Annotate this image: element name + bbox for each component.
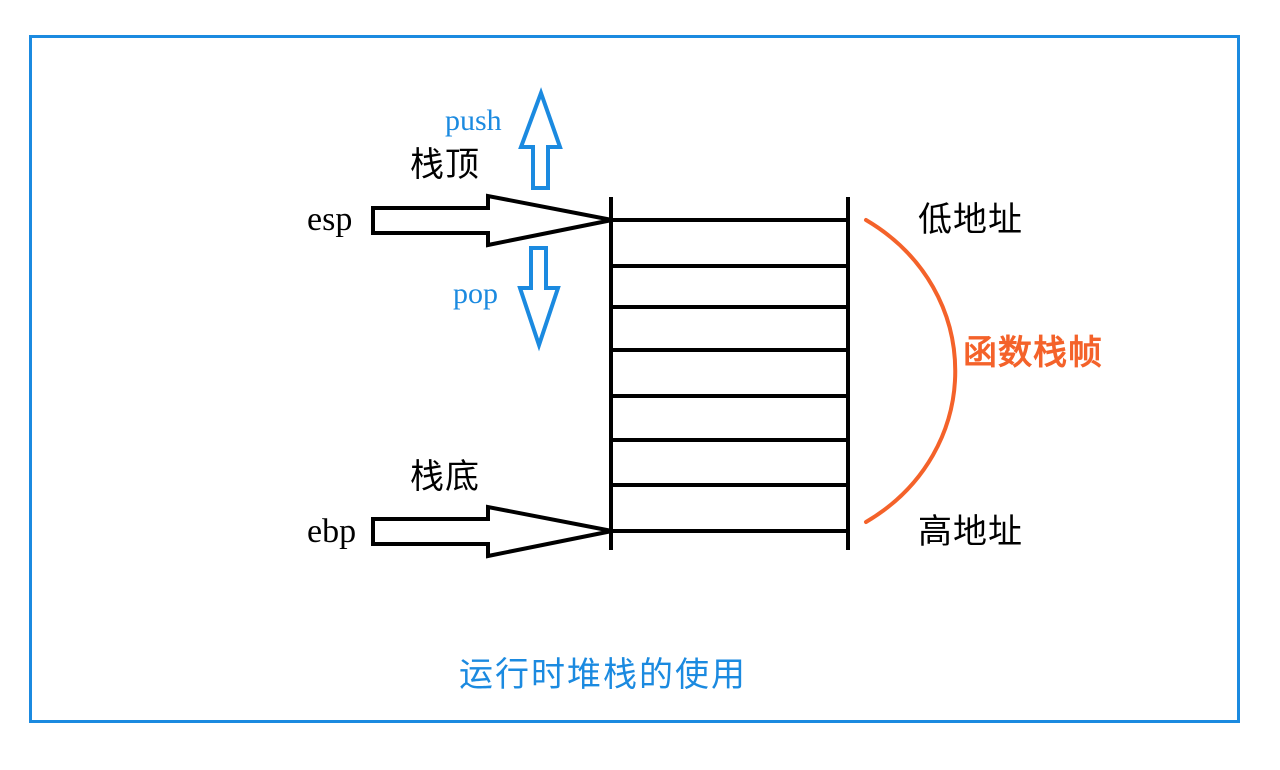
figure-border bbox=[29, 35, 1240, 723]
push-arrow-icon bbox=[518, 87, 563, 190]
low-address-label: 低地址 bbox=[918, 200, 1023, 240]
pop-operation-label: pop bbox=[453, 277, 498, 310]
stack-top-label: 栈顶 bbox=[410, 145, 480, 185]
high-address-label: 高地址 bbox=[918, 512, 1023, 552]
stack-grid bbox=[609, 197, 850, 550]
function-stack-frame-brace bbox=[864, 218, 958, 524]
stack-bottom-label: 栈底 bbox=[410, 457, 480, 497]
figure-caption: 运行时堆栈的使用 bbox=[459, 655, 747, 695]
register-label-esp: esp bbox=[307, 201, 353, 238]
register-label-ebp: ebp bbox=[307, 513, 357, 550]
push-operation-label: push bbox=[445, 104, 502, 137]
ebp-pointer-arrow bbox=[371, 504, 613, 559]
pop-arrow-icon bbox=[517, 246, 561, 352]
function-stack-frame-label: 函数栈帧 bbox=[963, 333, 1103, 373]
esp-pointer-arrow bbox=[371, 193, 613, 248]
